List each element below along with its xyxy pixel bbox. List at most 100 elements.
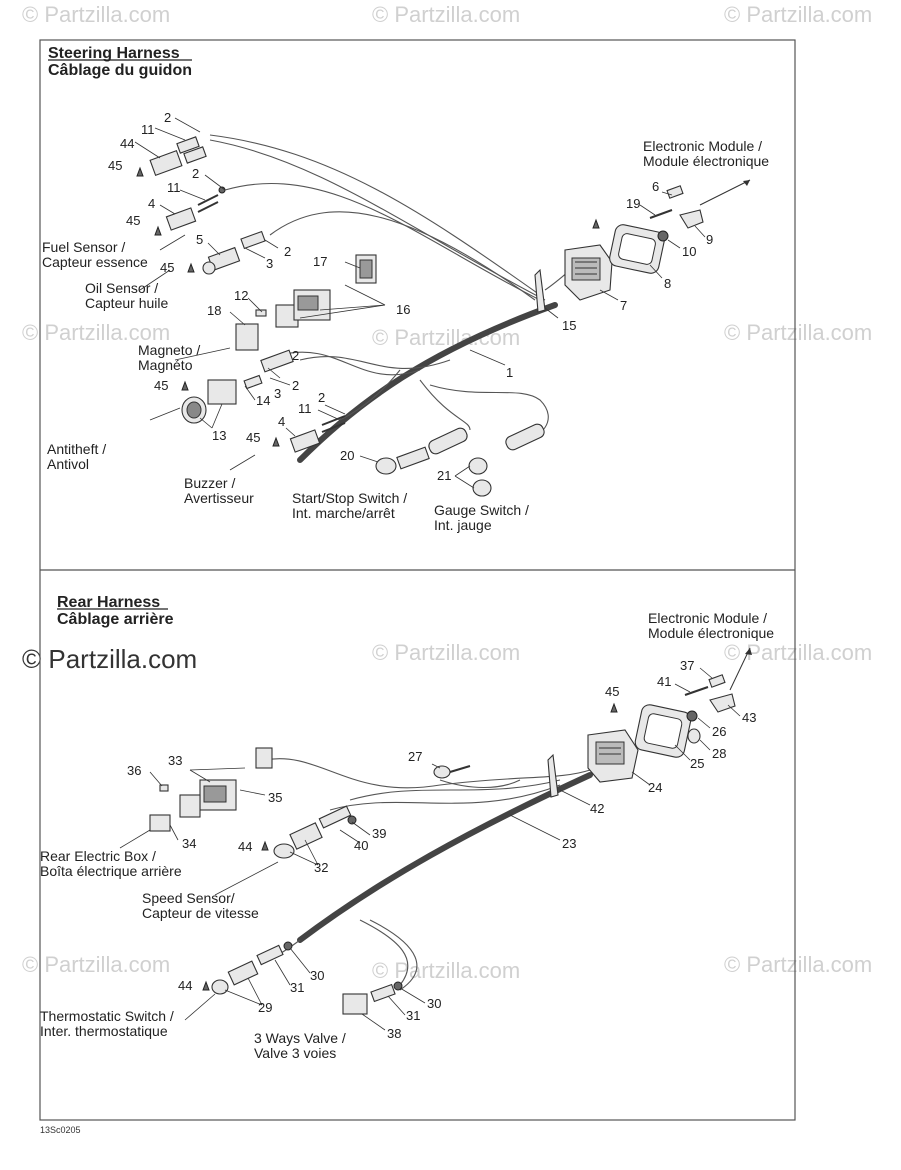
watermark: © Partzilla.com (22, 320, 170, 345)
callout-8: 8 (664, 276, 671, 291)
steering-title-fr: Câblage du guidon (48, 62, 192, 79)
rear-labels: Electronic Module / Module électronique … (40, 610, 774, 1061)
start-stop-switch-20 (375, 427, 468, 475)
grease-45 (610, 702, 618, 713)
callout-13: 13 (212, 428, 226, 443)
callout-44: 45 (246, 430, 260, 445)
connector-16 (275, 289, 331, 328)
pin-6 (666, 185, 684, 199)
clip-42 (547, 753, 559, 798)
callout-35: 35 (268, 790, 282, 805)
callout-28: 28 (712, 746, 726, 761)
callout-11: 11 (167, 180, 181, 195)
rear-leader-lines (119, 667, 741, 1031)
label-three-way-valve: 3 Ways Valve / (254, 1030, 346, 1046)
steering-labels: Electronic Module / Module électronique … (42, 138, 769, 533)
callout-43: 43 (742, 710, 756, 725)
watermark: © Partzilla.com (22, 2, 170, 27)
callout-2: 2 (318, 390, 325, 405)
steering-callouts: 2 11 44 45 2 11 4 45 5 2 3 45 17 16 12 1… (108, 110, 713, 483)
callout-2: 2 (192, 166, 199, 181)
grease-44 (202, 980, 210, 991)
watermark: © Partzilla.com (724, 2, 872, 27)
callout-3: 3 (274, 386, 281, 401)
callout-31: 31 (290, 980, 304, 995)
callout-2: 2 (164, 110, 171, 125)
steering-section: Steering Harness Câblage du guidon (42, 45, 769, 533)
watermark: © Partzilla.com (372, 640, 520, 665)
main-connector-24 (587, 729, 639, 783)
callout-44: 45 (160, 260, 174, 275)
label-magneto: Magneto / (138, 342, 200, 358)
steering-leader-lines (134, 117, 706, 489)
label-start-stop-switch: Start/Stop Switch / (292, 490, 407, 506)
screw-19 (649, 209, 673, 219)
speed-sensor-connector (273, 805, 357, 859)
callout-38: 38 (387, 1026, 401, 1041)
label-antitheft-fr: Antivol (47, 456, 89, 472)
callout-34: 34 (182, 836, 196, 851)
callout-31: 31 (406, 1008, 420, 1023)
watermark-main: © Partzilla.com (22, 644, 197, 674)
callout-11: 11 (141, 122, 155, 137)
label-rear-electric-box: Rear Electric Box / (40, 848, 156, 864)
callout-44: 45 (154, 378, 168, 393)
rear-harness-bundle (259, 758, 606, 991)
callout-11: 11 (298, 401, 312, 416)
callout-16: 16 (396, 302, 410, 317)
clip-15 (534, 268, 546, 313)
terminal-43 (709, 693, 736, 713)
steering-title-en: Steering Harness (48, 45, 180, 62)
steering-harness-bundle (209, 134, 586, 463)
seal-8 (609, 224, 665, 274)
callout-25: 25 (690, 756, 704, 771)
callout-22: 44 (120, 136, 134, 151)
callout-24: 24 (648, 780, 662, 795)
connector-17 (355, 254, 377, 284)
callout-21: 21 (437, 468, 451, 483)
label-electronic-module-fr: Module électronique (648, 625, 774, 641)
callout-23: 23 (562, 836, 576, 851)
callout-39: 39 (372, 826, 386, 841)
thermostatic-switch-connector (211, 941, 293, 995)
rear-title-en: Rear Harness (57, 594, 160, 611)
diagram-code: 13Sc0205 (40, 1125, 81, 1135)
grease-44 (154, 225, 162, 236)
nut-26 (686, 710, 698, 722)
rear-box-connector (149, 747, 273, 832)
callout-27: 27 (408, 749, 422, 764)
label-thermostatic-switch: Thermostatic Switch / (40, 1008, 174, 1024)
watermark: © Partzilla.com (724, 640, 872, 665)
callout-26: 26 (712, 724, 726, 739)
callout-15: 15 (562, 318, 576, 333)
grease-44 (272, 436, 280, 447)
callout-19: 19 (626, 196, 640, 211)
label-electronic-module: Electronic Module / (648, 610, 767, 626)
antitheft-connector-13 (181, 379, 237, 424)
watermark: © Partzilla.com (372, 958, 520, 983)
callout-45: 45 (605, 684, 619, 699)
part-18 (235, 323, 259, 351)
callout-44: 45 (108, 158, 122, 173)
rear-callouts: 36 33 35 34 27 42 23 24 25 45 37 41 43 2… (127, 658, 756, 1041)
connector-4-upper (165, 186, 226, 231)
callout-20: 20 (340, 448, 354, 463)
pin-37 (708, 674, 726, 688)
label-gauge-switch-fr: Int. jauge (434, 517, 492, 533)
callout-2: 2 (284, 244, 291, 259)
callout-29: 29 (258, 1000, 272, 1015)
callout-40: 40 (354, 838, 368, 853)
part-12 (255, 309, 267, 317)
label-gauge-switch: Gauge Switch / (434, 502, 529, 518)
screw-41 (684, 686, 709, 696)
label-fuel-sensor-fr: Capteur essence (42, 254, 148, 270)
callout-4: 4 (278, 414, 285, 429)
label-three-way-valve-fr: Valve 3 voies (254, 1045, 336, 1061)
label-magneto-fr: Magnéto (138, 357, 193, 373)
label-buzzer: Buzzer / (184, 475, 235, 491)
callout-37: 37 (680, 658, 694, 673)
callout-18: 18 (207, 303, 221, 318)
callout-10: 10 (682, 244, 696, 259)
buzzer-connector-4 (289, 415, 346, 453)
